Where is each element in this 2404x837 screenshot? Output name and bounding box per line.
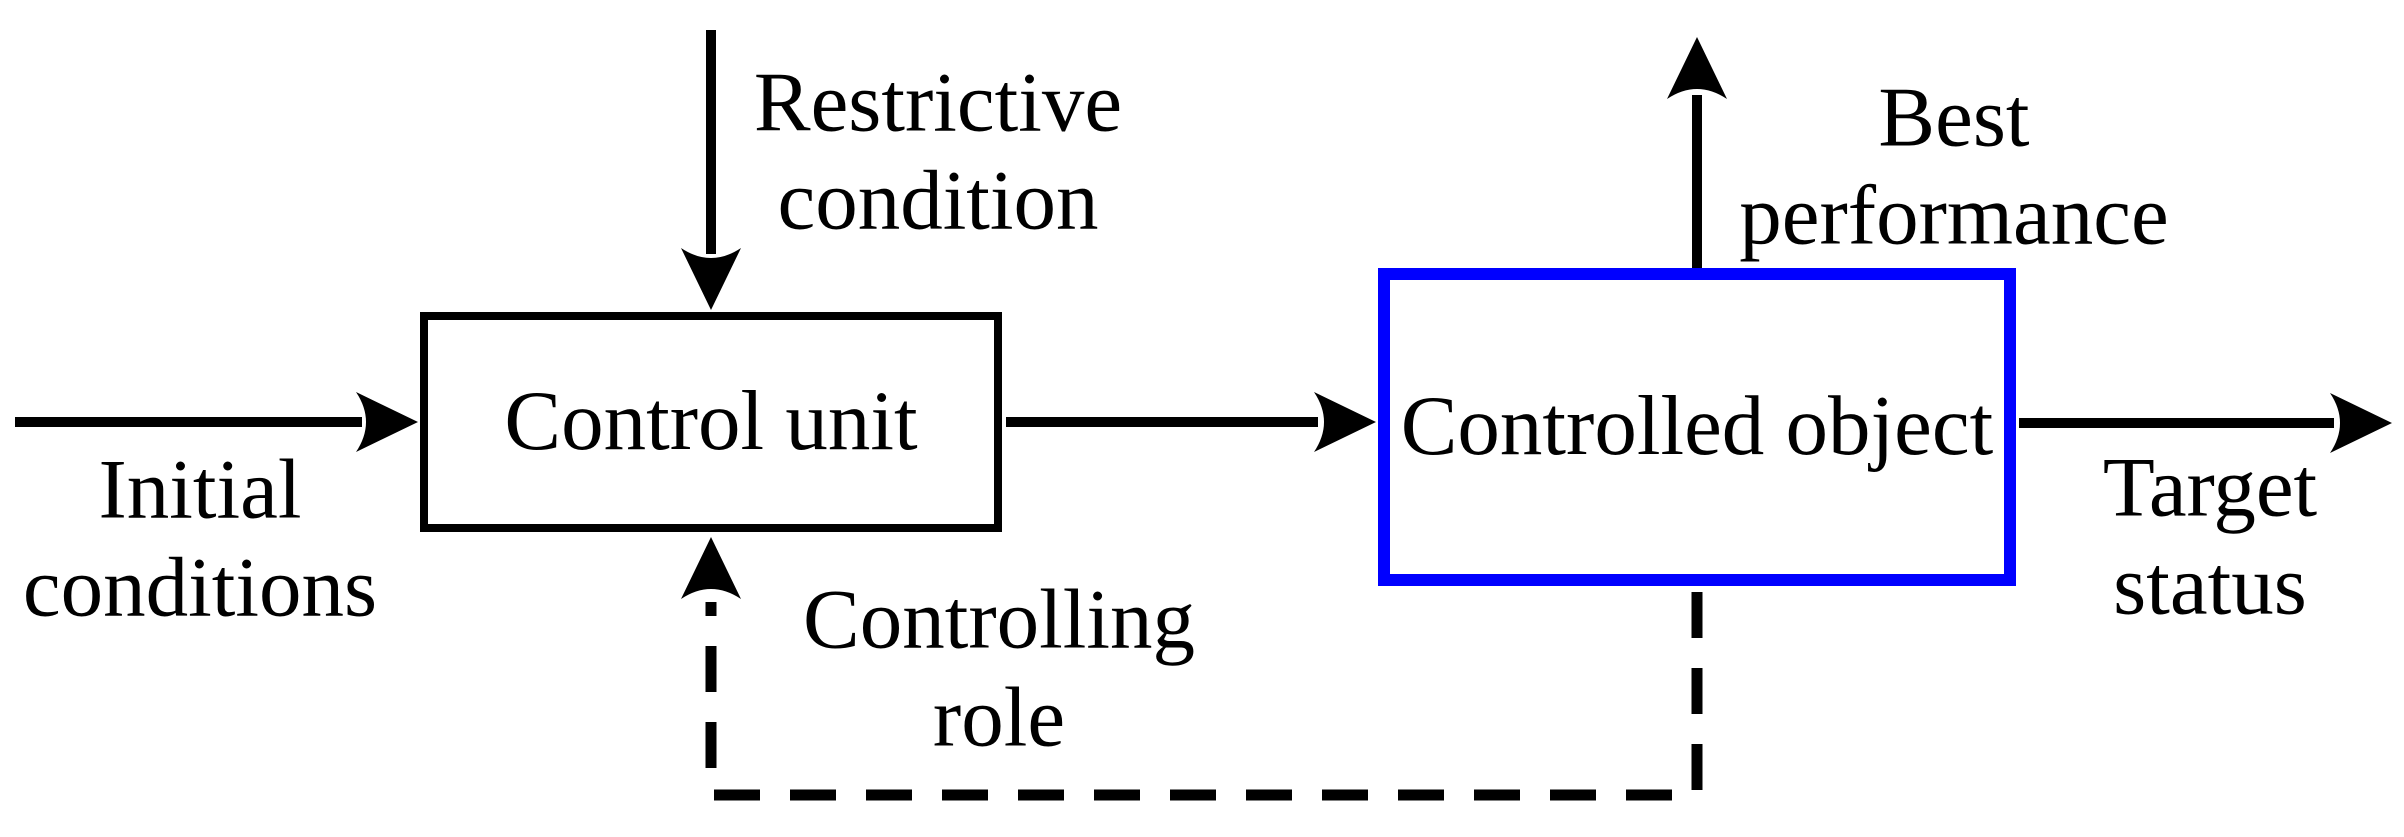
arrowhead-right-icon [2330,393,2392,453]
control-unit-label: Control unit [504,374,918,469]
initial-conditions-label: Initial conditions [22,442,378,634]
controlled-object-box: Controlled object [1378,268,2016,586]
restrictive-condition-label: Restrictive condition [753,55,1123,247]
controlled-object-label: Controlled object [1400,379,1994,474]
arrow-feedback-controlling-role [681,537,1703,801]
arrowhead-right-icon [356,392,418,452]
arrow-controlled-object-to-target-status [2019,393,2392,453]
arrowhead-up-icon [681,537,741,599]
arrow-initial-conditions-to-control-unit [15,392,418,452]
arrow-control-unit-to-controlled-object [1006,392,1376,452]
arrow-restrictive-condition-to-control-unit [681,30,741,310]
control-unit-box: Control unit [420,312,1002,532]
arrowhead-up-icon [1667,37,1727,99]
arrowhead-down-icon [681,248,741,310]
controlling-role-label: Controlling role [803,572,1195,764]
arrow-controlled-object-to-best-performance [1667,37,1727,268]
arrowhead-right-icon [1314,392,1376,452]
target-status-label: Target status [2102,440,2318,632]
best-performance-label: Best performance [1739,70,2169,262]
